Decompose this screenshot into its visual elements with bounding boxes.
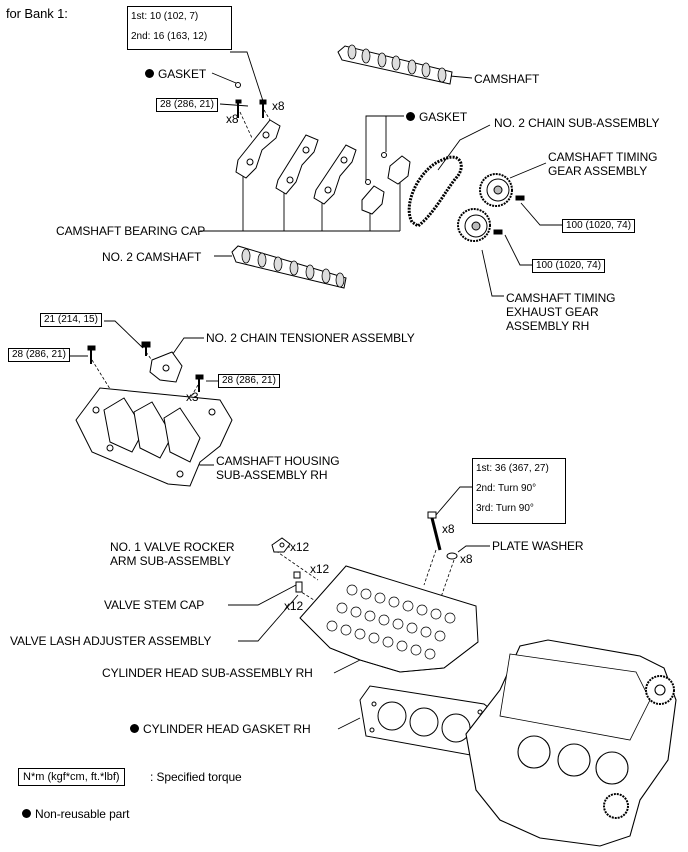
non-reusable-dot (145, 69, 154, 79)
head-bolt-step-2: 2nd: Turn 90° (476, 483, 537, 494)
torque-box-tensioner: 21 (214, 15) (40, 313, 102, 327)
torque-box-exhaust-gear: 100 (1020, 74) (532, 259, 606, 273)
camshaft-drawing (337, 44, 453, 85)
camshaft-label: CAMSHAFT (474, 72, 540, 86)
qty-x3: x3 (186, 390, 199, 404)
legend-nonreusable: Non-reusable part (22, 807, 129, 821)
gasket-label-top: GASKET (145, 67, 206, 81)
cylinder-head-label: CYLINDER HEAD SUB-ASSEMBLY RH (102, 666, 313, 680)
no2-chain-label: NO. 2 CHAIN SUB-ASSEMBLY (494, 116, 660, 130)
torque-box-housing-right: 28 (286, 21) (218, 374, 280, 388)
legend-torque-desc: : Specified torque (150, 770, 242, 784)
torque-step-1: 1st: 10 (102, 7) (131, 11, 199, 22)
head-bolt-step-1: 1st: 36 (367, 27) (476, 463, 549, 474)
head-bolt-step-3: 3rd: Turn 90° (476, 503, 534, 514)
torque-box-housing-left: 28 (286, 21) (8, 348, 70, 362)
torque-step-2: 2nd: 16 (163, 12) (131, 31, 208, 42)
gasket-label-mid: GASKET (406, 110, 467, 124)
chain-drawing (407, 155, 463, 228)
plate-washer-label: PLATE WASHER (492, 539, 584, 553)
qty-x8-c: x8 (442, 522, 455, 536)
non-reusable-dot (130, 724, 139, 734)
torque-box-gasket-bolt: 28 (286, 21) (156, 98, 218, 112)
head-gasket-label: CYLINDER HEAD GASKET RH (130, 722, 311, 736)
torque-box-bearing-cap: 1st: 10 (102, 7) 2nd: 16 (163, 12) (127, 6, 232, 50)
non-reusable-dot (406, 112, 415, 122)
qty-x8-d: x8 (460, 552, 473, 566)
qty-x12-c: x12 (284, 599, 304, 613)
lash-adjuster-label: VALVE LASH ADJUSTER ASSEMBLY (10, 634, 212, 648)
no2-camshaft-label: NO. 2 CAMSHAFT (102, 250, 202, 264)
engine-block-drawing (465, 639, 677, 847)
qty-x8-a: x8 (272, 99, 285, 113)
tensioner-label: NO. 2 CHAIN TENSIONER ASSEMBLY (206, 331, 415, 345)
tensioner-drawing (87, 341, 204, 392)
non-reusable-dot (22, 809, 31, 819)
camshaft-housing-drawing (75, 387, 233, 487)
valve-parts-drawing (271, 537, 303, 593)
bank-heading: for Bank 1: (6, 6, 68, 21)
no2-camshaft-drawing (231, 245, 347, 289)
qty-x12-b: x12 (310, 562, 330, 576)
torque-box-head-bolt: 1st: 36 (367, 27) 2nd: Turn 90° 3rd: Tur… (472, 458, 566, 524)
qty-x8-b: x8 (226, 112, 239, 126)
legend-torque-unit: N*m (kgf*cm, ft.*lbf) (18, 768, 125, 786)
top-fasteners (235, 82, 387, 185)
valve-stem-cap-label: VALVE STEM CAP (104, 598, 205, 612)
head-gasket-drawing (359, 685, 495, 757)
timing-gear-drawing (457, 173, 525, 242)
qty-x12-a: x12 (290, 540, 310, 554)
torque-box-timing-gear: 100 (1020, 74) (562, 219, 636, 233)
bearing-cap-label: CAMSHAFT BEARING CAP (56, 224, 206, 238)
head-bolt-drawing (427, 511, 458, 560)
cylinder-head-drawing (299, 565, 479, 673)
bearing-caps-drawing (235, 119, 411, 215)
